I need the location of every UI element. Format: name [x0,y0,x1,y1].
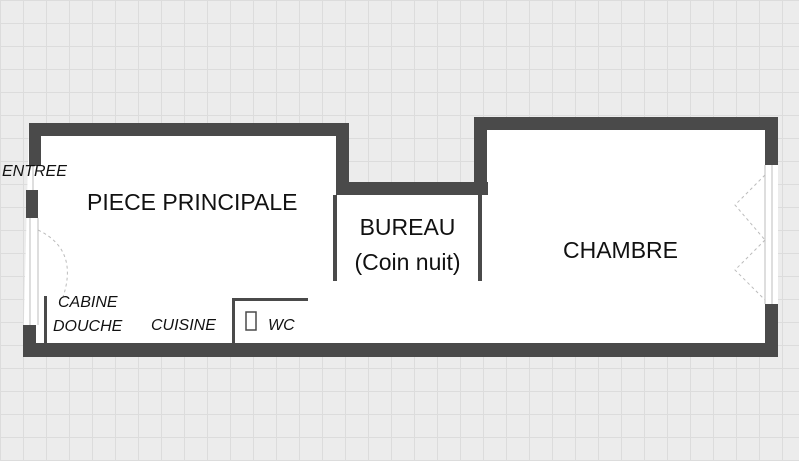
entrance-door [29,166,68,325]
cuisine-label: CUISINE [151,317,216,334]
interior-walls [44,195,482,343]
outer-walls [23,117,778,357]
bureau-label-line2: (Coin nuit) [354,249,461,275]
chambre-label: CHAMBRE [563,237,679,263]
cabine-label-line1: CABINE [58,294,118,311]
right-window [734,165,773,304]
entree-label: ENTREE [2,163,67,180]
floor-area [23,117,778,357]
cabine-label-line2: DOUCHE [53,318,123,335]
wc-fixture [245,311,257,331]
bureau-label-line1: BUREAU [359,214,456,240]
wc-label: WC [268,317,295,334]
piece-principale-label: PIECE PRINCIPALE [87,189,298,215]
